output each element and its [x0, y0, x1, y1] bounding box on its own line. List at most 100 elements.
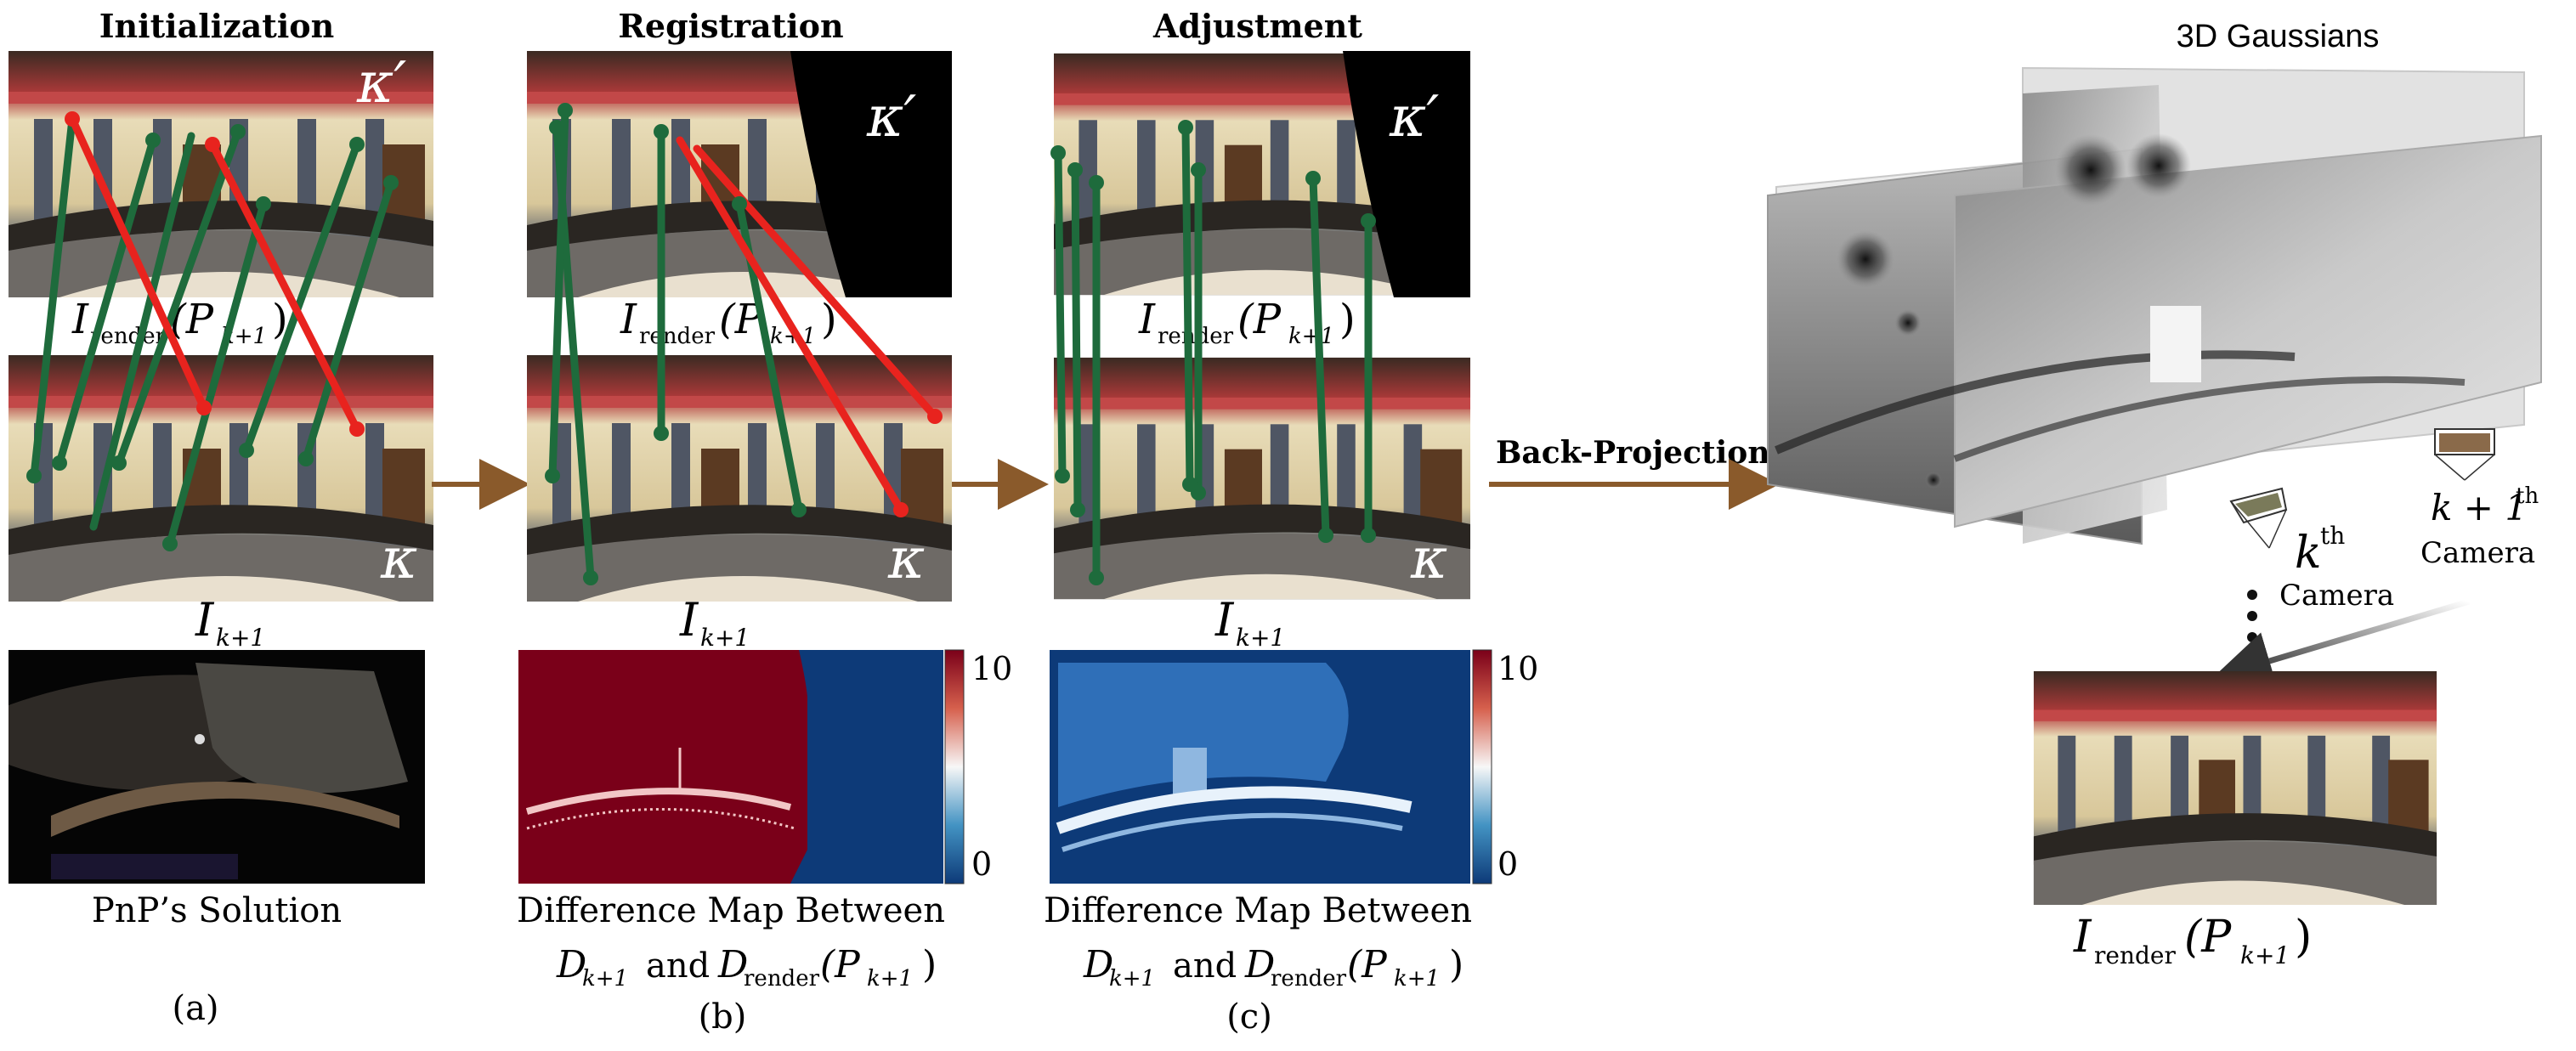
svg-text:I: I	[195, 593, 215, 647]
svg-text:th: th	[2516, 483, 2539, 509]
match-inlier	[548, 106, 569, 480]
svg-text:D: D	[1083, 943, 1113, 986]
adj-match-dots	[1050, 120, 1376, 585]
init-title: Initialization	[99, 7, 334, 45]
adj-target-image	[1054, 357, 1470, 600]
svg-text:k+1: k+1	[700, 624, 750, 652]
match-inlier	[89, 132, 195, 531]
init-render-caption: I render (P k+1 )	[71, 296, 288, 349]
match-inlier	[166, 200, 268, 548]
reg-difference-map	[518, 650, 943, 884]
kappa-b: κ	[887, 526, 925, 591]
svg-text:): )	[922, 943, 937, 986]
svg-text:and: and	[1173, 946, 1237, 986]
svg-text:k+1: k+1	[582, 966, 628, 992]
svg-text:k+1: k+1	[867, 966, 913, 992]
match-inlier	[302, 178, 395, 463]
panel-a-label: (a)	[172, 989, 218, 1028]
init-target-caption: I k+1	[195, 593, 265, 652]
svg-text:10: 10	[971, 650, 1012, 687]
svg-text:render: render	[2094, 941, 2176, 969]
svg-text:k+1: k+1	[1109, 966, 1155, 992]
svg-text:): )	[1339, 296, 1356, 343]
reg-matches	[548, 106, 939, 582]
kth-camera-label: k th Camera	[2279, 522, 2394, 613]
svg-text:Camera: Camera	[2279, 579, 2394, 613]
svg-text:render: render	[639, 324, 716, 349]
reg-target-caption: I k+1	[679, 593, 750, 652]
svg-text:render: render	[744, 966, 820, 992]
svg-text:D: D	[1244, 943, 1275, 986]
reg-diff-caption: Difference Map Between D k+1 and D rende…	[517, 891, 945, 992]
kappa-prime-b: κ′	[866, 84, 916, 150]
svg-text:and: and	[646, 946, 710, 986]
svg-text:(P: (P	[820, 943, 861, 986]
svg-text:k+1: k+1	[1394, 966, 1440, 992]
svg-text:Camera: Camera	[2420, 536, 2535, 570]
init-target-image	[8, 355, 433, 602]
render-arrow	[2212, 598, 2471, 690]
k1-camera-label: k + 1 th Camera	[2420, 483, 2539, 570]
svg-text:k+1: k+1	[1288, 324, 1334, 349]
backproj-label: Back-Projection	[1496, 435, 1770, 471]
reg-render-image	[527, 51, 952, 297]
svg-text:I: I	[620, 296, 637, 343]
match-inlier	[1181, 123, 1194, 489]
kappa-a: κ	[380, 526, 417, 591]
panel-b-label: (b)	[699, 997, 747, 1037]
svg-text:k+1: k+1	[2240, 941, 2290, 969]
gaussian-planes	[1767, 66, 2542, 545]
match-inlier	[30, 115, 76, 480]
adj-difference-map	[1050, 650, 1470, 884]
reg-title: Registration	[618, 7, 843, 45]
svg-text:k+1: k+1	[1236, 624, 1285, 652]
init-match-dots	[26, 111, 399, 551]
match-inlier	[55, 136, 157, 467]
svg-text:(P: (P	[2184, 912, 2232, 963]
gaussians-title: 3D Gaussians	[2177, 19, 2380, 54]
match-inlier	[1071, 166, 1082, 514]
match-outlier	[676, 136, 905, 514]
adj-diff-caption: Difference Map Between D k+1 and D rende…	[1044, 891, 1472, 992]
final-render-caption: I render (P k+1 )	[2073, 912, 2312, 969]
reg-match-dots	[545, 103, 943, 585]
match-outlier	[68, 115, 208, 412]
svg-text:k: k	[2295, 528, 2322, 579]
match-inlier	[115, 127, 242, 467]
svg-text:D: D	[717, 943, 748, 986]
camera-icon	[2434, 428, 2495, 481]
svg-text:I: I	[1138, 296, 1156, 343]
svg-text:th: th	[2320, 522, 2345, 550]
svg-text:I: I	[2073, 912, 2092, 963]
kappa-prime-a: κ′	[356, 50, 406, 116]
kappa-c: κ	[1410, 526, 1447, 591]
adj-matches	[1054, 123, 1373, 582]
match-inlier	[1309, 174, 1330, 540]
svg-text:(P: (P	[1237, 296, 1282, 343]
colorbar: 10 0	[944, 649, 1012, 884]
ellipsis-dots	[2247, 590, 2257, 642]
colorbar: 10 0	[1472, 649, 1538, 884]
svg-text:0: 0	[971, 845, 992, 883]
kappa-prime-c: κ′	[1389, 84, 1439, 150]
svg-text:I: I	[1214, 593, 1235, 647]
final-render-image	[2033, 671, 2437, 905]
svg-text:k+1: k+1	[216, 624, 265, 652]
svg-text:k + 1: k + 1	[2431, 487, 2528, 528]
svg-text:Difference Map Between: Difference Map Between	[517, 891, 945, 930]
match-inlier	[1054, 149, 1067, 480]
svg-text:Difference Map Between: Difference Map Between	[1044, 891, 1472, 930]
panel-c-label: (c)	[1226, 997, 1272, 1037]
svg-text:render: render	[90, 324, 167, 349]
adj-target-caption: I k+1	[1214, 593, 1285, 652]
adj-title: Adjustment	[1152, 7, 1362, 45]
adj-render-caption: I render (P k+1 )	[1138, 296, 1356, 349]
svg-text:): )	[2295, 912, 2312, 963]
svg-text:0: 0	[1497, 845, 1518, 883]
svg-text:): )	[821, 296, 837, 343]
svg-text:I: I	[679, 593, 699, 647]
init-matches	[30, 115, 395, 548]
svg-text:D: D	[556, 943, 586, 986]
